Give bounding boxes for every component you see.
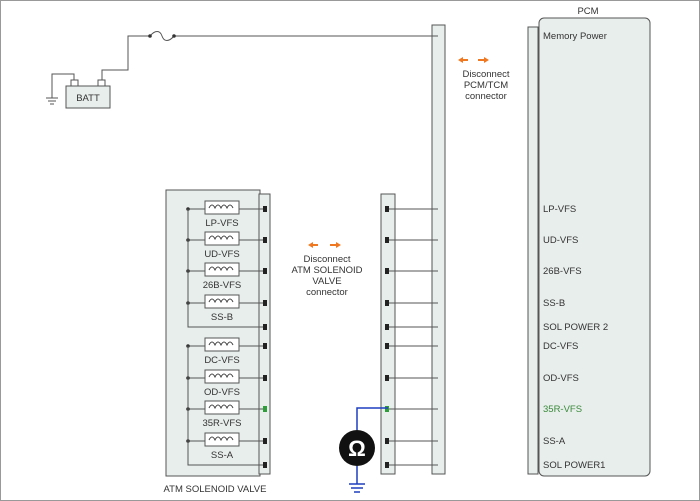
solenoid-box [204,200,240,215]
atm-connector-strip [380,193,396,475]
atm-valve-connector [258,193,271,475]
pcm-pin-label: SS-B [543,298,565,309]
solenoid-box [204,337,240,352]
solenoid-label: 26B-VFS [203,280,242,291]
disconnect-pcm-arrows [458,57,489,63]
atm-valve-pin [263,343,267,349]
disconnect-atm-line-3: VALVE [312,276,341,287]
atm-valve-pin [263,406,267,412]
pcm-module [538,17,651,477]
atm-strip-pin [385,300,389,306]
battery-label: BATT [76,93,100,104]
atm-strip-pin [385,438,389,444]
solenoid-label: OD-VFS [204,387,240,398]
pcm-pin-label: SOL POWER 2 [543,322,608,333]
common-bus-upper [187,209,265,328]
atm-valve-pin [263,300,267,306]
solenoid-2: 26B-VFS [186,262,265,291]
solenoid-7: SS-A [186,432,265,461]
pcm-pin-label: SS-A [543,436,566,447]
solenoid-label: LP-VFS [205,218,238,229]
atm-strip-pin [385,237,389,243]
atm-valve-pin [263,324,267,330]
atm-strip-pin [385,375,389,381]
battery-terminal-pos [97,79,106,87]
solenoid-1: UD-VFS [186,231,265,260]
ohmmeter-symbol-icon: Ω [348,436,366,461]
pcm-pin-label: UD-VFS [543,235,578,246]
solenoid-box [204,231,240,246]
solenoid-box [204,262,240,277]
disconnect-atm-line-4: connector [306,287,348,298]
atm-valve-title: ATM SOLENOID VALVE [164,484,267,495]
meter-probe-wire-top [356,407,388,430]
ohmmeter [339,430,375,466]
atm-strip-pin [385,206,389,212]
pcm-pin-label: 35R-VFS [543,404,582,415]
pcm-connector-strip [431,24,446,475]
atm-valve-pin [263,375,267,381]
solenoid-group: LP-VFS UD-VFS 26B-VFS SS-B DC-VFS OD-VFS 35R-V… [186,200,265,466]
solenoid-label: UD-VFS [204,249,239,260]
pcm-pin-label: 26B-VFS [543,266,582,277]
disconnect-pcm-line-2: PCM/TCM [464,80,508,91]
atm-strip-pin [385,324,389,330]
pcm-title: PCM [577,6,598,17]
solenoid-3: SS-B [186,294,265,323]
coil-icon [208,298,234,304]
battery-ground-wire [51,73,75,98]
atm-valve-pin [263,268,267,274]
coil-icon [208,341,234,347]
solenoid-box [204,432,240,447]
coil-icon [208,235,234,241]
solenoid-label: SS-A [211,450,234,461]
atm-valve-pin [263,206,267,212]
atm-valve-pin [263,438,267,444]
pcm-pin-label: SOL POWER1 [543,460,605,471]
coil-icon [208,404,234,410]
solenoid-box [204,369,240,384]
pcm-pin-10: SOL POWER1 [531,460,605,471]
solenoid-5: OD-VFS [186,369,265,398]
solenoid-label: SS-B [211,312,233,323]
pcm-pin-label: DC-VFS [543,341,578,352]
disconnect-atm-line-1: Disconnect [304,254,351,265]
fuse [149,31,175,41]
pcm-connector-header [527,26,539,475]
solenoid-4: DC-VFS [186,337,265,366]
solenoid-box [204,294,240,309]
solenoid-label: 35R-VFS [202,418,241,429]
pcm-pin-0: Memory Power [531,31,607,42]
memory-power-wire [101,35,150,80]
battery-terminal-neg [70,79,79,87]
solenoid-6: 35R-VFS [186,400,265,429]
pcm-pin-5: SOL POWER 2 [531,322,608,333]
fuse-terminal-left [148,34,152,38]
pcm-pin-label: Memory Power [543,31,607,42]
fuse-terminal-right [172,34,176,38]
solenoid-0: LP-VFS [186,200,265,229]
coil-icon [208,436,234,442]
atm-valve-pin [263,237,267,243]
disconnect-atm-line-2: ATM SOLENOID [291,265,362,276]
atm-strip-pin [385,343,389,349]
coil-icon [208,373,234,379]
atm-strip-pin [385,268,389,274]
atm-valve-pin [263,462,267,468]
wire-group [263,206,438,468]
solenoid-box [204,400,240,415]
battery [65,85,111,109]
common-bus-lower [187,346,265,466]
coil-icon [208,204,234,210]
atm-strip-pin [385,462,389,468]
disconnect-pcm-line-3: connector [465,91,507,102]
pcm-pin-label: LP-VFS [543,204,576,215]
disconnect-atm-arrows [308,242,341,248]
atm-strip-pin [385,406,389,412]
pcm-pin-label: OD-VFS [543,373,579,384]
solenoid-label: DC-VFS [204,355,239,366]
disconnect-pcm-line-1: Disconnect [463,69,510,80]
coil-icon [208,266,234,272]
